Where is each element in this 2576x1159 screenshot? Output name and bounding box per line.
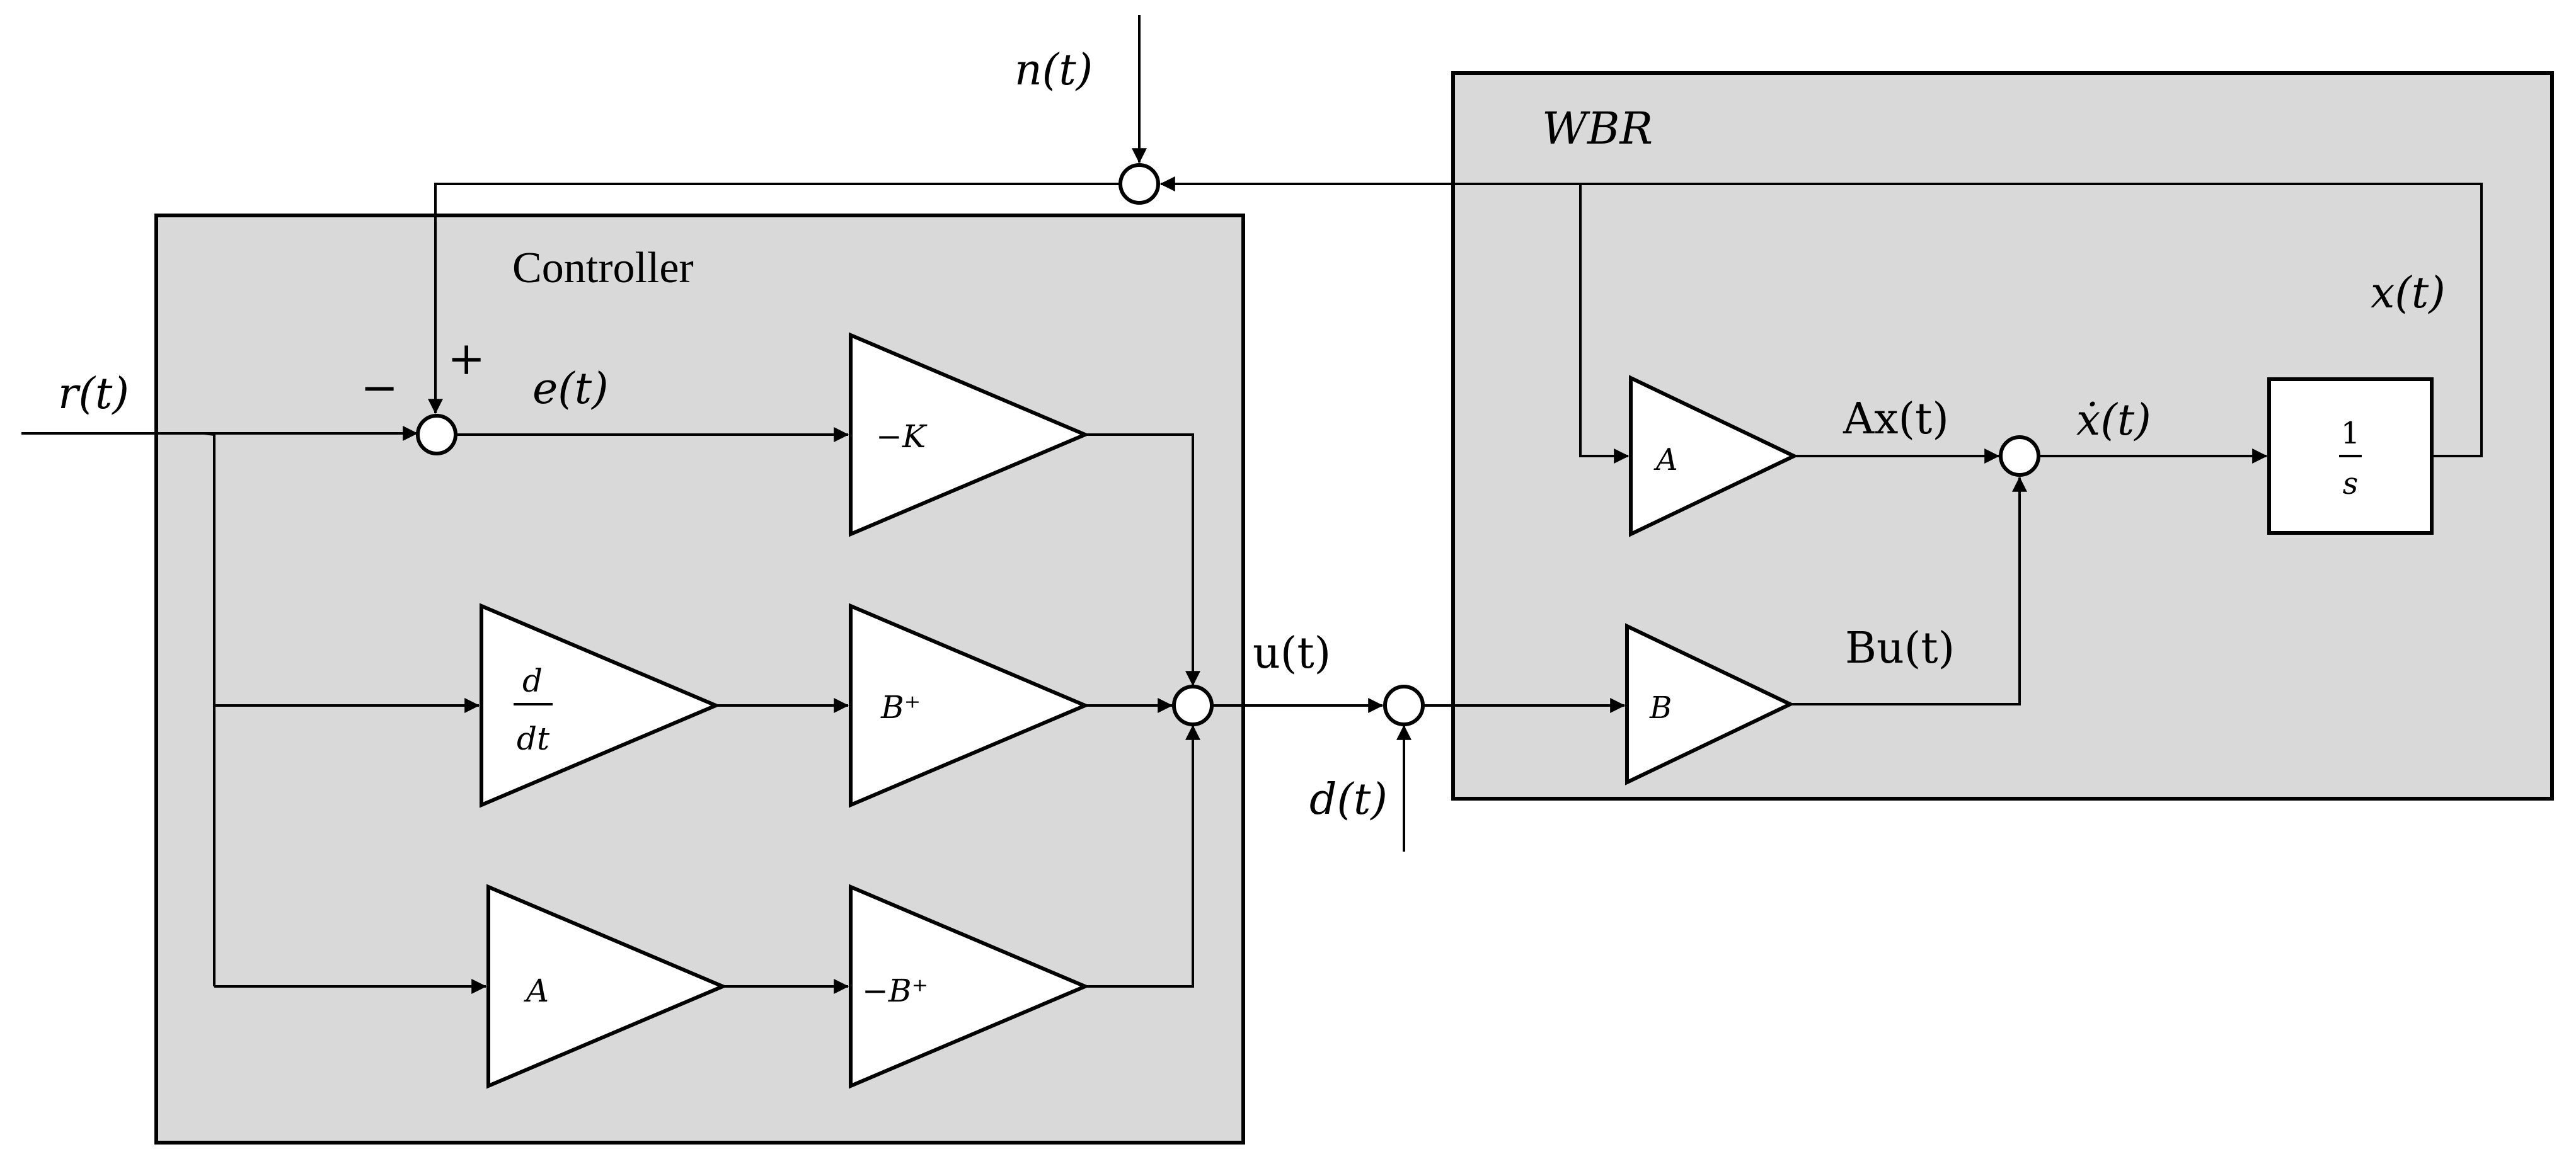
n-signal-label: n(t) xyxy=(1015,45,1093,95)
wbr-title: WBR xyxy=(1542,103,1653,154)
integrator-denominator: s xyxy=(2343,466,2359,501)
disturbance-summing-junction xyxy=(1383,685,1425,726)
x-to-plant-a-wire xyxy=(1579,184,1630,464)
minus-sign: − xyxy=(360,361,398,414)
controller-output-summing-junction xyxy=(1172,685,1214,726)
derivative-triangle xyxy=(480,603,721,808)
d-signal-label: d(t) xyxy=(1309,775,1388,825)
gain-a-triangle xyxy=(486,884,728,1089)
measured-feedback-wire xyxy=(428,183,1119,414)
x-feedback-wire xyxy=(1159,176,2483,457)
gain-neg-k-label: −K xyxy=(876,418,928,455)
derivative-numerator: d xyxy=(522,663,543,699)
e-signal-label: e(t) xyxy=(532,364,609,414)
r-signal-label: r(t) xyxy=(58,369,129,419)
plant-gain-a-label: A xyxy=(1653,442,1678,477)
plant-gain-b-triangle xyxy=(1625,623,1795,785)
integrator-numerator: 1 xyxy=(2341,416,2360,451)
ax-signal-label: Ax(t) xyxy=(1843,394,1949,444)
controller-title: Controller xyxy=(512,244,694,292)
gain-bplus-triangle xyxy=(849,603,1090,808)
gain-a-label: A xyxy=(524,973,549,1009)
bu-signal-label: Bu(t) xyxy=(1845,624,1955,673)
xdot-signal-label: ẋ(t) xyxy=(2076,396,2151,445)
controller-block xyxy=(154,214,1245,1145)
plant-gain-b-label: B xyxy=(1649,690,1672,726)
gain-neg-k-triangle xyxy=(849,332,1090,537)
bu-wire xyxy=(1790,476,2027,705)
gain-neg-bplus-triangle xyxy=(849,884,1090,1089)
plus-sign: + xyxy=(447,332,485,385)
error-summing-junction xyxy=(416,414,457,455)
neg-bplus-output-wire xyxy=(1085,724,1200,988)
noise-summing-junction xyxy=(1118,163,1160,205)
derivative-denominator: dt xyxy=(517,721,550,757)
u-signal-label: u(t) xyxy=(1253,629,1331,678)
x-signal-label: x(t) xyxy=(2371,268,2446,318)
neg-k-output-wire xyxy=(1085,433,1200,687)
r-branch-trunk xyxy=(204,432,216,986)
gain-neg-bplus-label: −B⁺ xyxy=(862,973,928,1009)
gain-bplus-label: B⁺ xyxy=(880,689,921,726)
plant-summing-junction xyxy=(1999,435,2040,477)
plant-gain-a-triangle xyxy=(1629,375,1798,537)
